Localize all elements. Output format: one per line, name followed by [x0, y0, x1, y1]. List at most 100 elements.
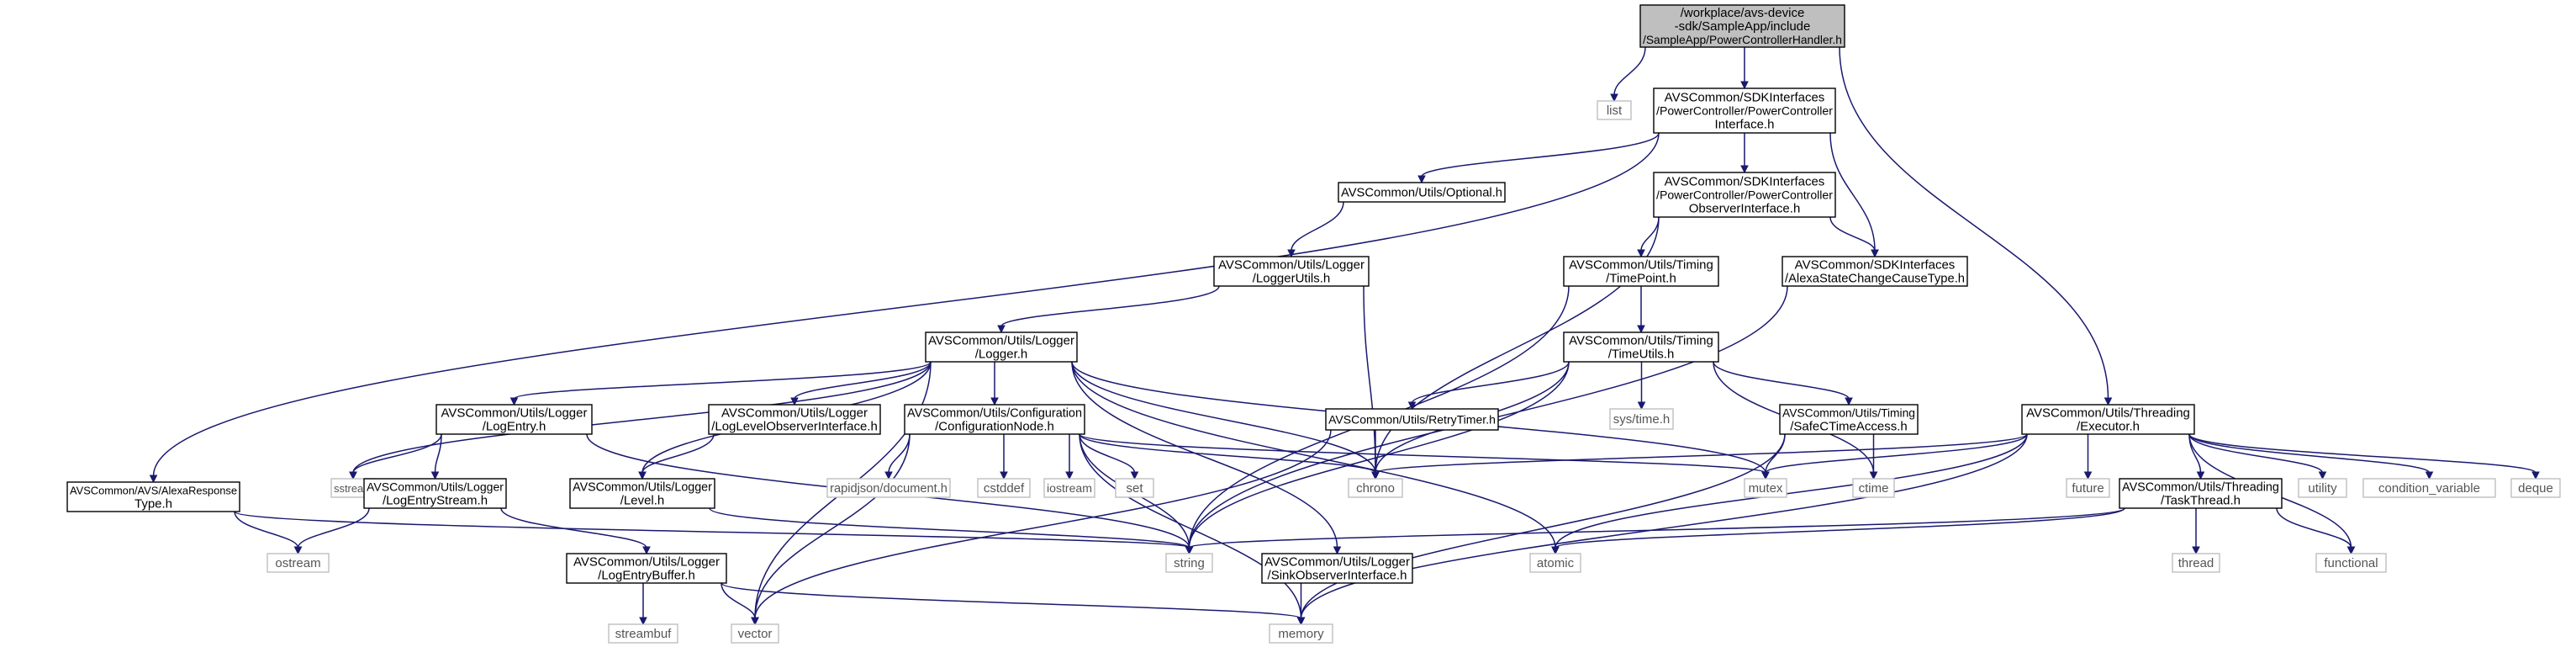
edge-logentrystream-to-logentrybuffer: [500, 507, 647, 549]
node-label-memory-line-0: memory: [1278, 627, 1324, 641]
node-label-cstddef-line-0: cstddef: [984, 481, 1025, 496]
node-label-timeutils-line-1: /TimeUtils.h: [1608, 347, 1675, 362]
node-box-statechange: [1782, 256, 1968, 287]
node-level[interactable]: AVSCommon/Utils/Logger/Level.h: [569, 478, 715, 509]
node-box-root: [1639, 4, 1845, 48]
arrowhead-timeutils-to-retrytimer: [1407, 401, 1417, 411]
edge-loggerutils-to-chrono: [1363, 285, 1376, 474]
edge-logger-to-logentry: [513, 361, 932, 400]
node-loglevelobs[interactable]: AVSCommon/Utils/Logger/LogLevelObserverI…: [708, 404, 881, 435]
edge-logentrybuffer-to-vector: [721, 582, 756, 619]
node-logentry[interactable]: AVSCommon/Utils/Logger/LogEntry.h: [435, 404, 593, 435]
node-loggerutils[interactable]: AVSCommon/Utils/Logger/LoggerUtils.h: [1213, 256, 1370, 287]
node-label-condvar-line-0: condition_variable: [2378, 481, 2480, 496]
node-condvar: condition_variable: [2362, 478, 2496, 498]
node-label-logentry-line-0: AVSCommon/Utils/Logger: [441, 406, 588, 421]
node-box-timeutils: [1563, 331, 1719, 363]
node-box-chrono: [1348, 478, 1403, 498]
arrowhead-pcoi-to-statechange: [1871, 249, 1879, 258]
node-box-retrytimer: [1325, 408, 1499, 431]
node-label-statechange-line-0: AVSCommon/SDKInterfaces: [1795, 258, 1956, 273]
node-box-logentrystream: [363, 478, 507, 509]
node-label-sstream-line-0: sstream: [334, 482, 372, 495]
node-label-safectime-line-1: /SafeCTimeAccess.h: [1790, 420, 1908, 434]
edge-optional-to-loggerutils: [1291, 201, 1344, 252]
node-label-executor-line-0: AVSCommon/Utils/Threading: [2026, 406, 2190, 421]
arrowhead-executor-to-utility: [2318, 471, 2327, 480]
node-taskthread[interactable]: AVSCommon/Utils/Threading/TaskThread.h: [2119, 478, 2283, 509]
node-box-pcoi: [1653, 172, 1836, 218]
edge-logger-to-atomic: [1071, 361, 1556, 549]
node-label-alexaresp-line-1: Type.h: [135, 497, 172, 512]
edge-taskthread-to-atomic: [1555, 507, 2125, 549]
node-label-pcoi-line-1: /PowerController/PowerController: [1656, 188, 1833, 202]
arrowhead-executor-to-mutex: [1761, 471, 1770, 480]
arrowhead-timepoint-to-timeutils: [1637, 325, 1645, 334]
node-box-mutex: [1744, 478, 1787, 498]
node-optional[interactable]: AVSCommon/Utils/Optional.h: [1338, 182, 1506, 203]
arrowhead-taskthread-to-string: [1185, 546, 1194, 555]
node-label-taskthread-line-0: AVSCommon/Utils/Threading: [2122, 481, 2279, 495]
node-box-logger: [925, 331, 1078, 363]
arrowhead-pci-to-alexaresp: [149, 475, 158, 484]
arrowhead-executor-to-taskthread: [2196, 471, 2205, 480]
arrowhead-logentrybuffer-to-streambuf: [639, 617, 647, 626]
arrowhead-taskthread-to-atomic: [1551, 546, 1560, 555]
node-string: string: [1165, 553, 1213, 573]
arrowhead-confignode-to-iostream: [1065, 471, 1074, 480]
node-label-loggerutils-line-1: /LoggerUtils.h: [1253, 272, 1331, 286]
node-label-logger-line-1: /Logger.h: [975, 347, 1028, 362]
arrowhead-confignode-to-cstddef: [1000, 471, 1008, 480]
node-box-future: [2066, 478, 2110, 498]
node-label-root-line-2: /SampleApp/PowerControllerHandler.h: [1643, 34, 1842, 46]
node-executor[interactable]: AVSCommon/Utils/Threading/Executor.h: [2021, 404, 2195, 435]
node-label-thread-line-0: thread: [2178, 556, 2214, 570]
node-root[interactable]: /workplace/avs-device-sdk/SampleApp/incl…: [1639, 4, 1845, 48]
node-confignode[interactable]: AVSCommon/Utils/Configuration/Configurat…: [904, 404, 1085, 435]
node-label-iostream-line-0: iostream: [1047, 481, 1092, 495]
node-logentrystream[interactable]: AVSCommon/Utils/Logger/LogEntryStream.h: [363, 478, 507, 509]
node-sinkobs[interactable]: AVSCommon/Utils/Logger/SinkObserverInter…: [1261, 553, 1413, 584]
node-box-taskthread: [2119, 478, 2283, 509]
node-box-safectime: [1779, 404, 1919, 435]
node-timepoint[interactable]: AVSCommon/Utils/Timing/TimePoint.h: [1563, 256, 1719, 287]
node-label-future-line-0: future: [2072, 481, 2104, 496]
arrowhead-pcoi-to-timepoint: [1637, 249, 1645, 258]
arrowhead-loggerutils-to-logger: [997, 325, 1006, 334]
edge-executor-to-deque: [2188, 433, 2536, 474]
node-box-thread: [2172, 553, 2220, 573]
node-pci[interactable]: AVSCommon/SDKInterfaces/PowerController/…: [1653, 88, 1836, 134]
node-retrytimer[interactable]: AVSCommon/Utils/RetryTimer.h: [1325, 408, 1499, 431]
node-logger[interactable]: AVSCommon/Utils/Logger/Logger.h: [925, 331, 1078, 363]
node-box-rapidjson: [826, 478, 951, 498]
edge-timeutils-to-retrytimer: [1411, 361, 1570, 404]
arrowhead-pci-to-pcoi: [1740, 165, 1749, 174]
node-label-streambuf-line-0: streambuf: [615, 627, 673, 641]
node-iostream: iostream: [1043, 478, 1095, 498]
edges-layer: [149, 46, 2540, 626]
node-label-retrytimer-line-0: AVSCommon/Utils/RetryTimer.h: [1328, 413, 1496, 427]
node-box-cstddef: [977, 478, 1031, 498]
edge-executor-to-utility: [2188, 433, 2324, 474]
node-safectime[interactable]: AVSCommon/Utils/Timing/SafeCTimeAccess.h: [1779, 404, 1919, 435]
node-timeutils[interactable]: AVSCommon/Utils/Timing/TimeUtils.h: [1563, 331, 1719, 363]
node-logentrybuffer[interactable]: AVSCommon/Utils/Logger/LogEntryBuffer.h: [566, 553, 727, 584]
node-statechange[interactable]: AVSCommon/SDKInterfaces/AlexaStateChange…: [1782, 256, 1968, 287]
arrowhead-retrytimer-to-vector: [751, 617, 759, 626]
node-box-systime: [1609, 408, 1674, 430]
node-pcoi[interactable]: AVSCommon/SDKInterfaces/PowerController/…: [1653, 172, 1836, 218]
arrowhead-logentrystream-to-logentrybuffer: [642, 546, 651, 555]
edge-timeutils-to-string: [1188, 361, 1570, 549]
node-streambuf: streambuf: [608, 623, 678, 644]
nodes-layer: /workplace/avs-device-sdk/SampleApp/incl…: [66, 4, 2561, 644]
node-label-vector-line-0: vector: [738, 627, 773, 641]
node-label-logentrybuffer-line-0: AVSCommon/Utils/Logger: [573, 555, 720, 570]
node-box-condvar: [2362, 478, 2496, 498]
node-mutex: mutex: [1744, 478, 1787, 498]
node-label-functional-line-0: functional: [2324, 556, 2378, 570]
node-set: set: [1115, 478, 1154, 498]
node-box-logentrybuffer: [566, 553, 727, 584]
node-box-executor: [2021, 404, 2195, 435]
